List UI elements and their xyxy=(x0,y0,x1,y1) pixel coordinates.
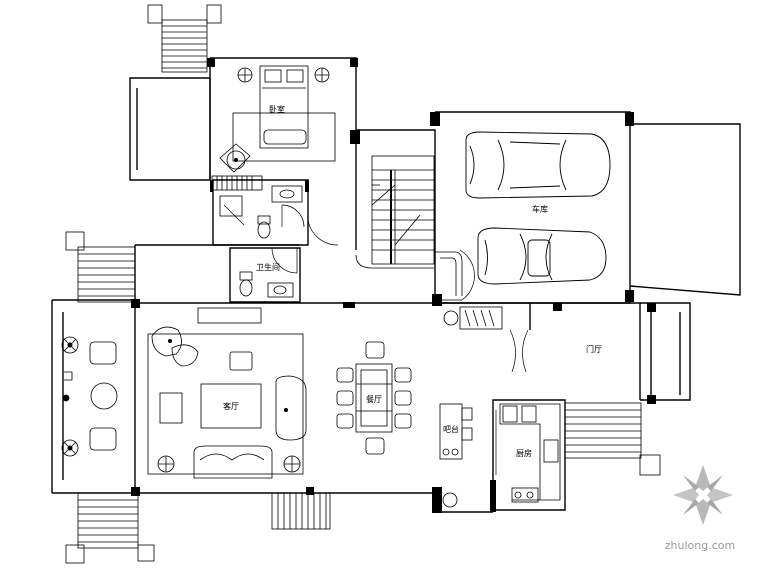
watermark-logo xyxy=(673,465,733,525)
garage-cars xyxy=(465,131,611,285)
doors xyxy=(223,204,529,475)
living-rug xyxy=(147,307,304,475)
walls xyxy=(51,57,741,513)
stairs-east xyxy=(564,402,661,476)
label-living: 客厅 xyxy=(223,401,239,411)
living-sofas xyxy=(151,326,307,479)
dining-set xyxy=(336,341,412,455)
stairs-north xyxy=(147,4,222,73)
label-foyer: 门厅 xyxy=(586,344,602,354)
label-dining: 餐厅 xyxy=(366,395,382,404)
bedroom-furniture xyxy=(219,65,336,173)
main-staircase xyxy=(355,155,435,269)
sunroom-furniture xyxy=(61,336,118,457)
columns xyxy=(131,58,656,513)
watermark-text: zhulong.com xyxy=(665,539,735,552)
foyer-features xyxy=(443,306,503,330)
label-bedroom: 卧室 xyxy=(269,104,285,114)
label-garage: 车库 xyxy=(532,204,548,214)
label-kitchen: 厨房 xyxy=(516,448,532,458)
kitchen-counters xyxy=(439,403,561,508)
wardrobe xyxy=(211,175,263,191)
stairs-west-lower xyxy=(65,492,155,564)
label-bath: 卫生间 xyxy=(256,262,280,272)
garage-ramp xyxy=(434,251,463,296)
plants xyxy=(67,158,288,451)
stairs-south xyxy=(271,492,331,530)
bathroom-fixtures xyxy=(219,185,303,298)
stairs-west-upper xyxy=(65,231,136,303)
label-bar: 吧台 xyxy=(443,424,459,434)
